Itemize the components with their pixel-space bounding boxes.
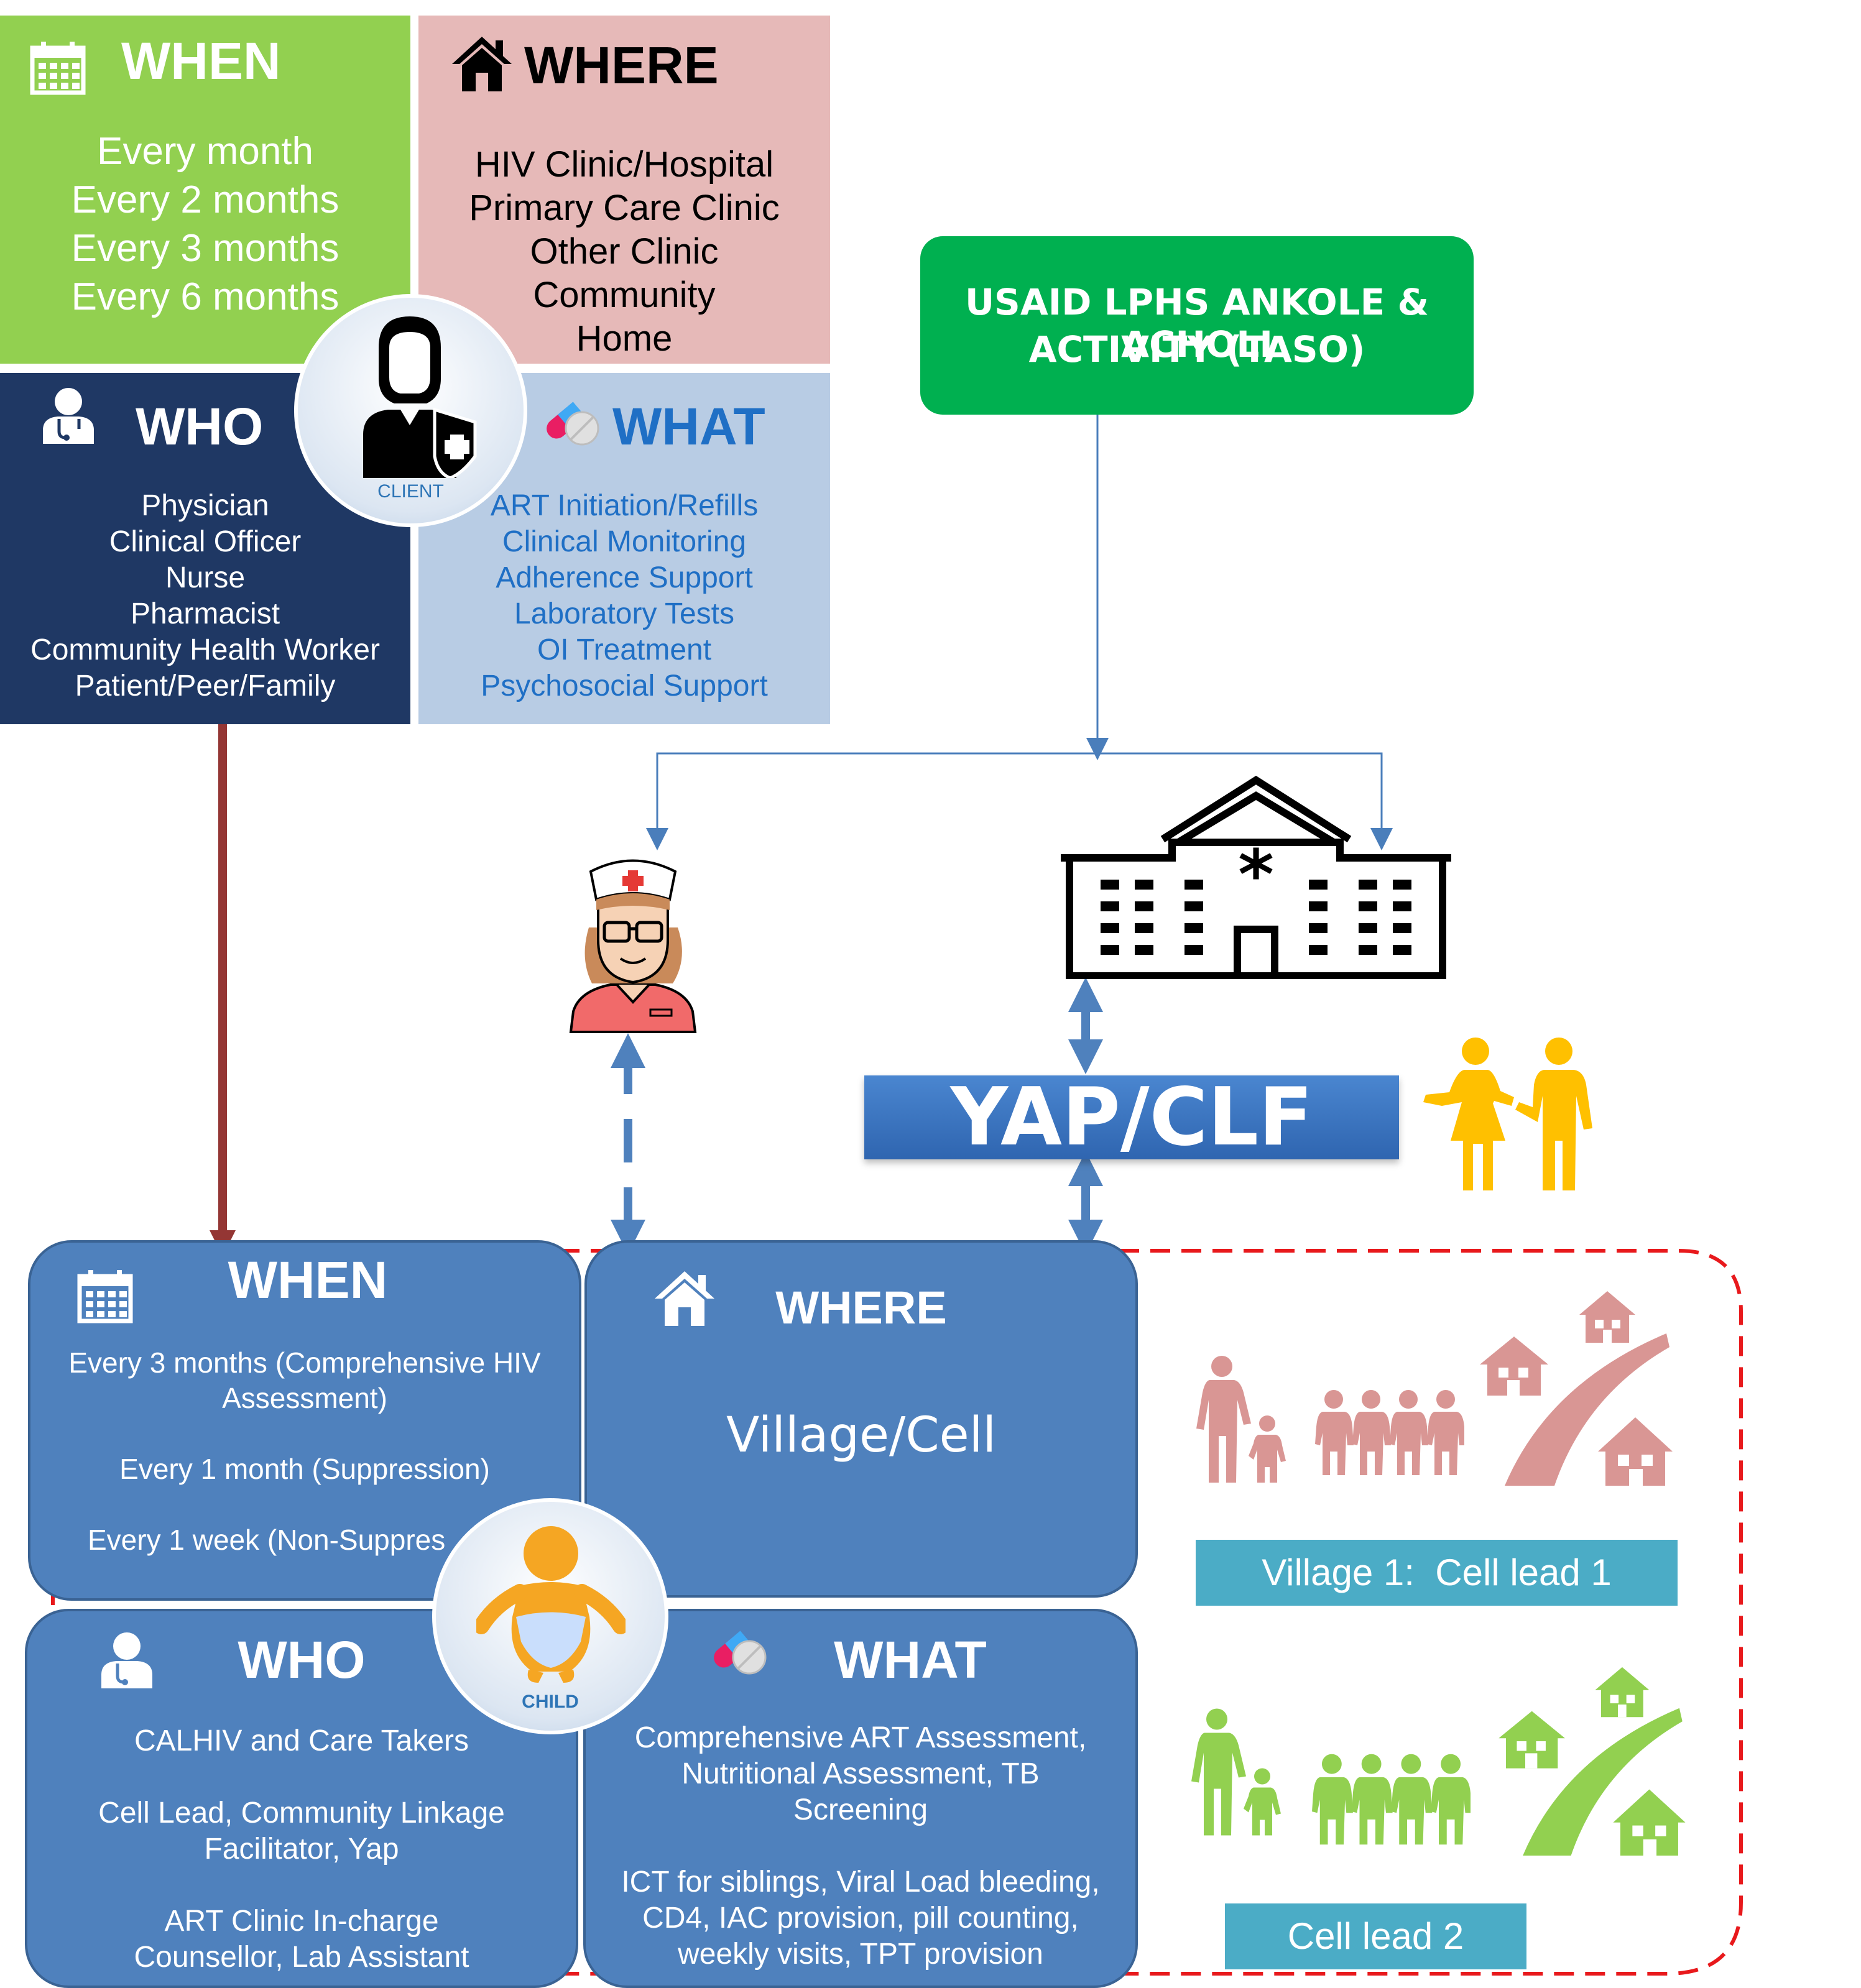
bottom-what-title: WHAT xyxy=(834,1631,987,1689)
bottom-who-list: CALHIV and Care Takers Cell Lead, Commun… xyxy=(27,1723,576,1976)
top-who-title: WHO xyxy=(136,397,264,456)
pills-icon xyxy=(547,402,599,446)
pink-houses-road-icon xyxy=(1480,1291,1673,1486)
bottom-what-box: WHAT Comprehensive ART Assessment, Nutri… xyxy=(583,1609,1138,1988)
bottom-what-list: Comprehensive ART Assessment, Nutritiona… xyxy=(586,1720,1135,1972)
client-circle: CLIENT xyxy=(294,294,527,527)
village1-label-box: Village 1: Cell lead 1 xyxy=(1196,1540,1678,1606)
list-item: Nutritional Assessment, TB xyxy=(681,1757,1040,1790)
bottom-when-list: Every 3 months (Comprehensive HIV Assess… xyxy=(30,1345,579,1558)
list-item: Every 6 months xyxy=(71,275,339,318)
bottom-when-box: WHEN Every 3 months (Comprehensive HIV A… xyxy=(28,1240,581,1601)
list-item: Psychosocial Support xyxy=(481,670,768,702)
list-item: Cell Lead, Community Linkage xyxy=(98,1797,505,1829)
svg-text:*: * xyxy=(1238,835,1274,914)
top-where-list: HIV Clinic/Hospital Primary Care Clinic … xyxy=(418,143,830,361)
list-item: Counsellor, Lab Assistant xyxy=(134,1941,469,1974)
list-item: Assessment) xyxy=(222,1382,387,1414)
list-item: Patient/Peer/Family xyxy=(75,670,336,702)
list-item: OI Treatment xyxy=(537,633,712,666)
bottom-where-title: WHERE xyxy=(775,1282,947,1333)
list-item: Screening xyxy=(793,1793,928,1826)
top-when-list: Every month Every 2 months Every 3 month… xyxy=(0,127,410,321)
list-item: ART Initiation/Refills xyxy=(490,489,759,522)
baby-icon xyxy=(476,1526,626,1683)
list-item: Laboratory Tests xyxy=(514,597,734,630)
list-item: CALHIV and Care Takers xyxy=(134,1724,469,1757)
pills-icon xyxy=(714,1631,767,1675)
list-item: Comprehensive ART Assessment, xyxy=(634,1721,1087,1754)
yap-clf-bar: YAP/CLF xyxy=(864,1071,1399,1164)
list-item: CD4, IAC provision, pill counting, xyxy=(642,1902,1079,1935)
list-item: Every 1 month (Suppression) xyxy=(119,1453,490,1485)
cell-region-dashed-border xyxy=(560,1249,1743,1976)
yap-clf-label: YAP/CLF xyxy=(950,1071,1313,1164)
list-item: ART Clinic In-charge xyxy=(164,1905,439,1938)
top-what-title: WHAT xyxy=(612,397,765,456)
top-where-panel: WHERE HIV Clinic/Hospital Primary Care C… xyxy=(418,16,830,364)
calendar-icon xyxy=(77,1270,133,1323)
bottom-when-title: WHEN xyxy=(228,1251,388,1309)
list-item: Community Health Worker xyxy=(30,633,380,666)
couple-icon xyxy=(1423,1038,1592,1190)
doctor-icon xyxy=(101,1632,152,1688)
list-item: Clinical Officer xyxy=(109,525,302,558)
list-item: Community xyxy=(533,275,716,315)
list-item: HIV Clinic/Hospital xyxy=(474,144,774,185)
client-label: CLIENT xyxy=(377,481,444,502)
child-label: CHILD xyxy=(522,1691,579,1712)
village1-label: Village 1: Cell lead 1 xyxy=(1262,1552,1612,1593)
bottom-who-title: WHO xyxy=(238,1631,366,1689)
top-what-list: ART Initiation/Refills Clinical Monitori… xyxy=(418,488,830,704)
usaid-box: USAID LPHS ANKOLE & ACHOLI ACTIVITY (TAS… xyxy=(920,236,1474,415)
list-item: Facilitator, Yap xyxy=(204,1833,399,1866)
top-when-panel: WHEN Every month Every 2 months Every 3 … xyxy=(0,16,410,364)
list-item: Every 2 months xyxy=(71,178,339,221)
list-item: Every 3 months xyxy=(71,227,339,270)
nurse-icon xyxy=(569,859,697,1033)
list-item: ICT for siblings, Viral Load bleeding, xyxy=(621,1866,1100,1898)
top-when-title: WHEN xyxy=(121,32,281,90)
home-icon xyxy=(655,1271,714,1326)
usaid-line1: USAID LPHS ANKOLE & ACHOLI xyxy=(964,281,1429,366)
list-item: Other Clinic xyxy=(530,231,719,272)
top-where-title: WHERE xyxy=(524,36,719,94)
child-circle: CHILD xyxy=(432,1498,668,1734)
bottom-where-box: WHERE Village/Cell xyxy=(584,1240,1138,1598)
usaid-line2: ACTIVITY (TASO) xyxy=(1028,328,1365,370)
bottom-where-value: Village/Cell xyxy=(726,1407,997,1463)
hospital-icon: * xyxy=(1061,775,1451,979)
village2-label-box: Cell lead 2 xyxy=(1225,1903,1526,1969)
list-item: Every month xyxy=(96,130,314,173)
list-item: Every 3 months (Comprehensive HIV xyxy=(68,1346,541,1379)
client-icon xyxy=(363,316,477,478)
green-group-icon xyxy=(1312,1754,1471,1845)
pink-people-icon xyxy=(1196,1356,1286,1483)
list-item: Home xyxy=(576,318,673,359)
list-item: Primary Care Clinic xyxy=(469,188,780,228)
list-item: Every 1 week (Non-Suppres xyxy=(88,1524,446,1556)
list-item: Pharmacist xyxy=(130,597,280,630)
green-people-icon xyxy=(1191,1708,1281,1836)
home-icon xyxy=(452,37,512,91)
list-item: Adherence Support xyxy=(496,561,753,594)
green-houses-road-icon xyxy=(1498,1667,1686,1856)
village2-label: Cell lead 2 xyxy=(1287,1915,1464,1957)
list-item: weekly visits, TPT provision xyxy=(678,1938,1043,1971)
list-item: Physician xyxy=(141,489,269,522)
list-item: Nurse xyxy=(165,561,246,594)
calendar-icon xyxy=(30,42,86,95)
list-item: Clinical Monitoring xyxy=(502,525,747,558)
top-who-list: Physician Clinical Officer Nurse Pharmac… xyxy=(0,488,410,704)
doctor-icon xyxy=(43,388,94,444)
pink-group-icon xyxy=(1315,1390,1464,1475)
